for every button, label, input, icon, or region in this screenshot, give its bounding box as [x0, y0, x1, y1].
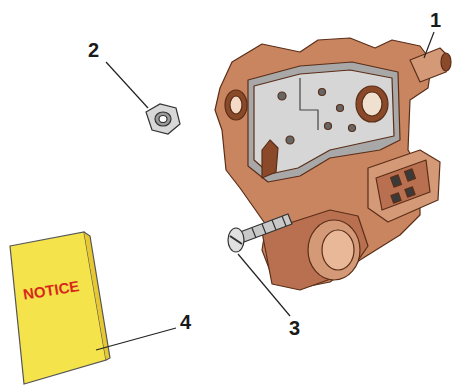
callout-number: 3 [289, 318, 300, 338]
screw [228, 214, 292, 252]
leader-line [96, 328, 176, 350]
leader-lines [96, 32, 434, 350]
leader-line [424, 32, 434, 58]
callout-number: 1 [430, 10, 441, 30]
notice-booklet [10, 232, 110, 384]
callout-number: 4 [180, 312, 191, 332]
valve-body [215, 38, 451, 290]
leader-line [106, 62, 148, 108]
nut [146, 104, 180, 134]
leader-line [238, 254, 290, 316]
callout-number: 2 [88, 40, 99, 60]
